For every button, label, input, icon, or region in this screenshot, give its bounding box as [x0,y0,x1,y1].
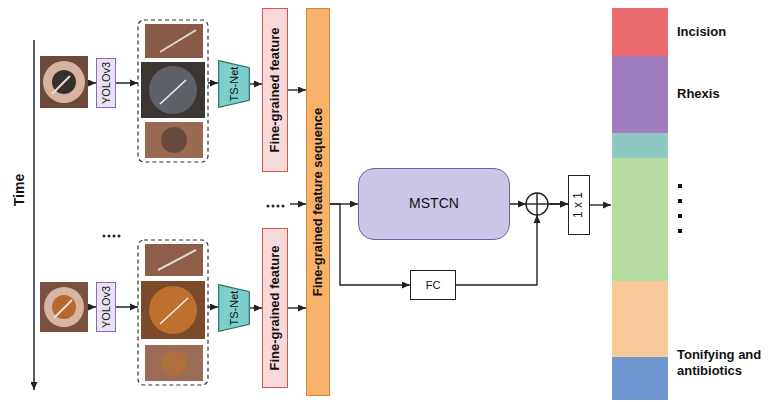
ts-net-trapezoid: TS-Net [218,60,250,108]
phase-label: Incision [677,24,768,40]
feature-box: Fine-grained feature [262,228,288,388]
node-label: Fine-grained feature sequence [311,108,325,297]
phase-label: Tonifying and antibiotics [677,347,768,378]
flow-connector [250,307,262,308]
ellipsis-dots [103,235,121,238]
yolo-box: YOLOv3 [96,282,116,332]
flow-connector [288,307,306,308]
phase-label: Rhexis [677,86,768,102]
feature-sequence-bar: Fine-grained feature sequence [306,8,330,396]
flow-connector [250,83,262,84]
phase-segment [612,8,668,56]
node-label: YOLOv3 [100,62,112,104]
phase-segment [612,133,668,158]
axis-label: Time [10,160,30,220]
ellipsis-dots [678,184,682,233]
flow-arrowhead [130,80,138,87]
time-axis [33,40,35,390]
phase-segment [612,357,668,400]
surgery-frame [40,56,88,108]
node-label: Fine-grained feature [268,28,282,153]
fc-box: FC [410,270,456,300]
conv-1x1-box: 1 x 1 [568,175,590,235]
node-label: YOLOv3 [100,286,112,328]
node-label: TS-Net [228,291,240,326]
flow-arrow [290,203,306,204]
flow-arrowhead [130,304,138,311]
phase-segment [612,56,668,133]
mstcn-box: MSTCN [358,168,510,240]
node-label: 1 x 1 [572,192,585,218]
surgery-frame [40,282,88,332]
node-label: Fine-grained feature [268,246,282,371]
node-label: MSTCN [409,196,459,211]
crop-group [138,20,208,162]
yolo-box: YOLOv3 [96,58,116,108]
flow-arrow [88,306,96,307]
phase-segment [612,281,668,357]
node-label: FC [426,279,441,291]
crop-group [138,240,208,385]
phase-segment [612,158,668,281]
flow-connector [288,89,306,90]
node-label: TS-Net [228,67,240,102]
label-text: Time [12,174,27,206]
sum-symbol [518,193,548,223]
ts-net-trapezoid: TS-Net [218,284,250,332]
flow-arrow [88,82,96,83]
ellipsis-dots [267,205,285,208]
feature-box: Fine-grained feature [262,8,288,172]
flow-arrow [590,204,611,205]
